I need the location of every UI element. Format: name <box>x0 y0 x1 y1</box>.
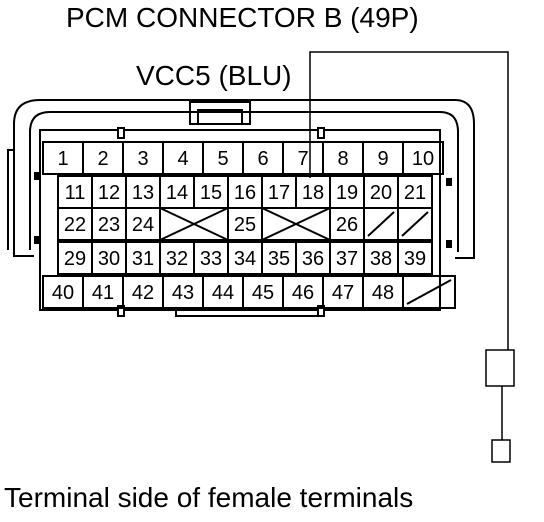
terminal-number: 46 <box>292 282 314 304</box>
terminal-number: 8 <box>337 148 348 170</box>
terminal-number: 23 <box>98 214 120 236</box>
terminal-number: 38 <box>370 248 392 270</box>
connector-outer-shell <box>13 99 475 259</box>
connector-top-latch <box>189 101 251 125</box>
terminal-number: 41 <box>92 282 114 304</box>
terminal-number: 25 <box>234 214 256 236</box>
terminal-number: 10 <box>412 148 434 170</box>
terminal-number: 22 <box>64 214 86 236</box>
wire-label: VCC5 (BLU) <box>136 60 292 91</box>
terminal-39 <box>397 241 433 275</box>
blank-cavity <box>397 207 433 241</box>
blank-cavity-cross <box>261 207 331 241</box>
terminal-number: 36 <box>302 248 324 270</box>
terminal-number: 6 <box>257 148 268 170</box>
terminal-number: 19 <box>336 182 358 204</box>
terminal-number: 17 <box>268 182 290 204</box>
terminal-number: 16 <box>234 182 256 204</box>
probe-body <box>485 349 515 387</box>
blank-cavity-slash <box>401 211 429 237</box>
terminal-number: 14 <box>166 182 188 204</box>
terminal-number: 39 <box>404 248 426 270</box>
terminal-number: 2 <box>97 148 108 170</box>
terminal-number: 32 <box>166 248 188 270</box>
terminal-number: 9 <box>377 148 388 170</box>
terminal-10 <box>402 141 444 175</box>
terminal-number: 7 <box>297 148 308 170</box>
terminal-number: 45 <box>252 282 274 304</box>
terminal-number: 48 <box>372 282 394 304</box>
pin-block-outline <box>39 129 441 311</box>
terminal-number: 40 <box>52 282 74 304</box>
terminal-number: 18 <box>302 182 324 204</box>
connector-title: PCM CONNECTOR B (49P) <box>66 2 419 33</box>
terminal-number: 21 <box>404 182 426 204</box>
terminal-number: 13 <box>132 182 154 204</box>
terminal-number: 4 <box>177 148 188 170</box>
terminal-number: 33 <box>200 248 222 270</box>
terminal-number: 26 <box>336 214 358 236</box>
connector-left-clip <box>7 149 14 250</box>
terminal-number: 35 <box>268 248 290 270</box>
terminal-number: 43 <box>172 282 194 304</box>
probe-wire <box>309 51 515 463</box>
blank-cavity-slash <box>406 279 452 305</box>
terminal-number: 42 <box>132 282 154 304</box>
terminal-number: 20 <box>370 182 392 204</box>
terminal-number: 31 <box>132 248 154 270</box>
blank-cavity <box>402 275 456 309</box>
blank-cavity-cross <box>159 207 229 241</box>
side-locks <box>34 172 452 248</box>
terminal-number: 24 <box>132 214 154 236</box>
blank-cavity-slash <box>367 211 395 237</box>
terminal-number: 29 <box>64 248 86 270</box>
terminal-number: 47 <box>332 282 354 304</box>
probe-tip <box>491 439 511 463</box>
terminal-number: 44 <box>212 282 234 304</box>
connector-inner-shell <box>29 111 459 252</box>
terminal-number: 1 <box>57 148 68 170</box>
terminal-number: 15 <box>200 182 222 204</box>
terminal-number: 11 <box>65 182 86 204</box>
terminal-number: 34 <box>234 248 256 270</box>
terminal-number: 12 <box>98 182 120 204</box>
terminal-number: 37 <box>336 248 358 270</box>
diagram-caption: Terminal side of female terminals <box>4 482 414 513</box>
terminal-number: 30 <box>98 248 120 270</box>
terminal-number: 3 <box>137 148 148 170</box>
terminal-number: 5 <box>217 148 228 170</box>
